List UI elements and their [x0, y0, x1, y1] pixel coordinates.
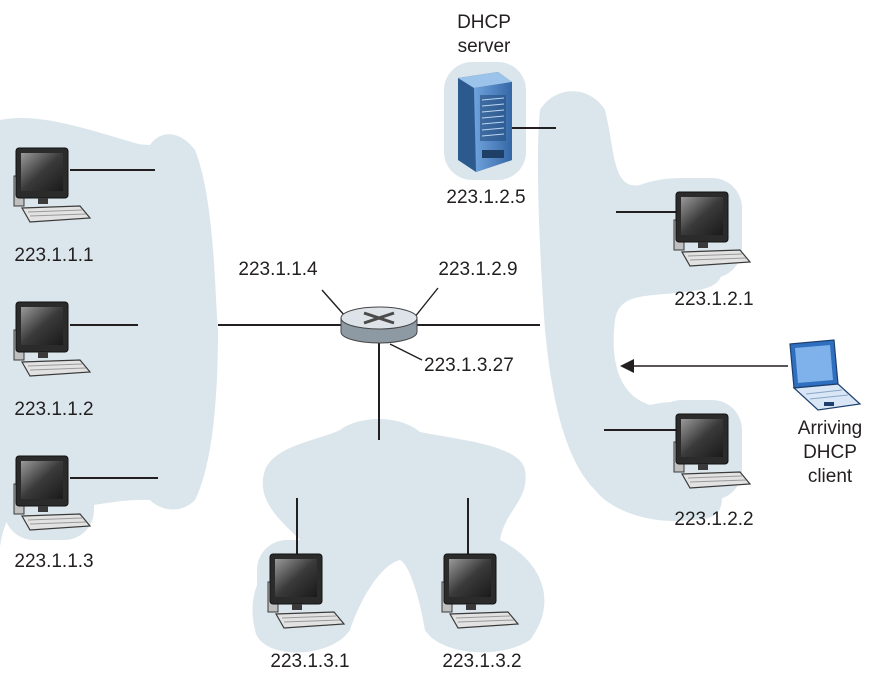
- host-label-h111: 223.1.1.1: [14, 245, 93, 266]
- host-label-h121: 223.1.2.1: [674, 289, 753, 310]
- server-address: 223.1.2.5: [446, 187, 525, 208]
- router-iface-bottom-label: 223.1.3.27: [424, 355, 514, 376]
- links: [70, 127, 676, 556]
- laptop-icon: [789, 339, 862, 411]
- host-label-h113: 223.1.1.3: [14, 551, 93, 572]
- server-title-line2: server: [458, 36, 511, 57]
- server-title-line1: DHCP: [457, 12, 511, 33]
- router-icon: [340, 306, 418, 344]
- arrival-arrow: [620, 359, 788, 373]
- client-label-line3: client: [808, 466, 853, 487]
- client-label-line1: Arriving: [798, 418, 862, 439]
- router-iface-left-label: 223.1.1.4: [238, 259, 318, 280]
- leader-iface-right: [413, 287, 439, 319]
- host-label-h112: 223.1.1.2: [14, 399, 93, 420]
- host-label-h131: 223.1.3.1: [270, 651, 349, 672]
- leader-iface-left: [321, 289, 346, 317]
- leader-iface-bottom: [389, 343, 423, 361]
- client-label-line2: DHCP: [803, 442, 857, 463]
- router-iface-right-label: 223.1.2.9: [438, 259, 517, 280]
- dhcp-server-icon: [458, 72, 512, 172]
- host-label-h132: 223.1.3.2: [442, 651, 521, 672]
- host-label-h122: 223.1.2.2: [674, 509, 753, 530]
